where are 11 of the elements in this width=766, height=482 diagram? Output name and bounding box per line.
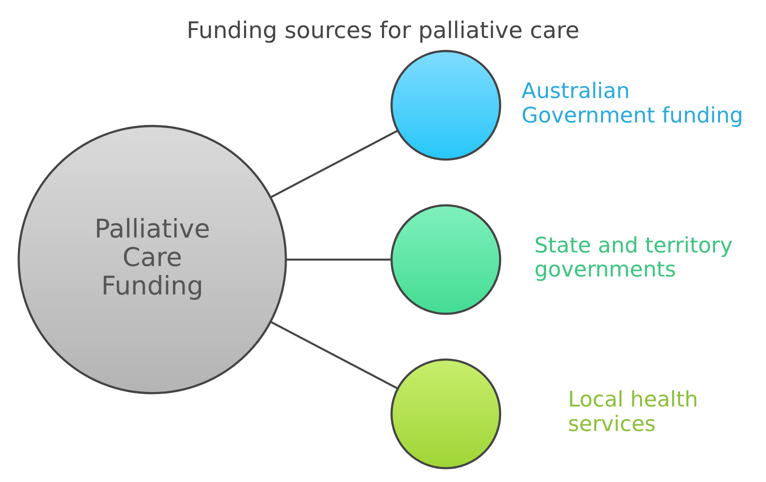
connector: [270, 321, 398, 390]
diagram-title: Funding sources for palliative care: [186, 18, 580, 44]
node-circle: [390, 358, 502, 470]
node-label: Australian Government funding: [522, 79, 744, 128]
node-label: State and territory governments: [534, 233, 733, 283]
node-circle: [390, 50, 502, 161]
node-circle: Palliative Care Funding: [18, 124, 287, 394]
connector: [270, 130, 398, 198]
node-label: Local health services: [568, 388, 698, 437]
connector: [286, 258, 392, 261]
node-circle: [390, 204, 502, 315]
